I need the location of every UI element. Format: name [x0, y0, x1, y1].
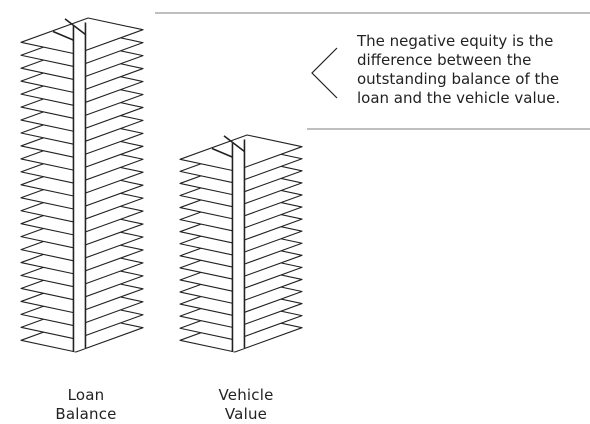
loan-balance-label-line-2: Balance: [55, 405, 117, 423]
loan-balance-stack: [20, 17, 144, 353]
loan-balance-label: Loan Balance: [26, 386, 146, 424]
vehicle-value-label-line-2: Value: [224, 405, 268, 423]
negative-equity-callout-text: The negative equity is the difference be…: [357, 32, 561, 107]
vehicle-value-label-line-1: Vehicle: [218, 386, 274, 404]
loan-balance-label-line-1: Loan: [67, 386, 105, 404]
vehicle-value-stack: [179, 134, 303, 353]
vehicle-value-label: Vehicle Value: [186, 386, 306, 424]
loan-paper-band: [52, 18, 87, 352]
vehicle-paper-band: [211, 135, 246, 352]
callout-pointer-icon: [311, 47, 338, 99]
